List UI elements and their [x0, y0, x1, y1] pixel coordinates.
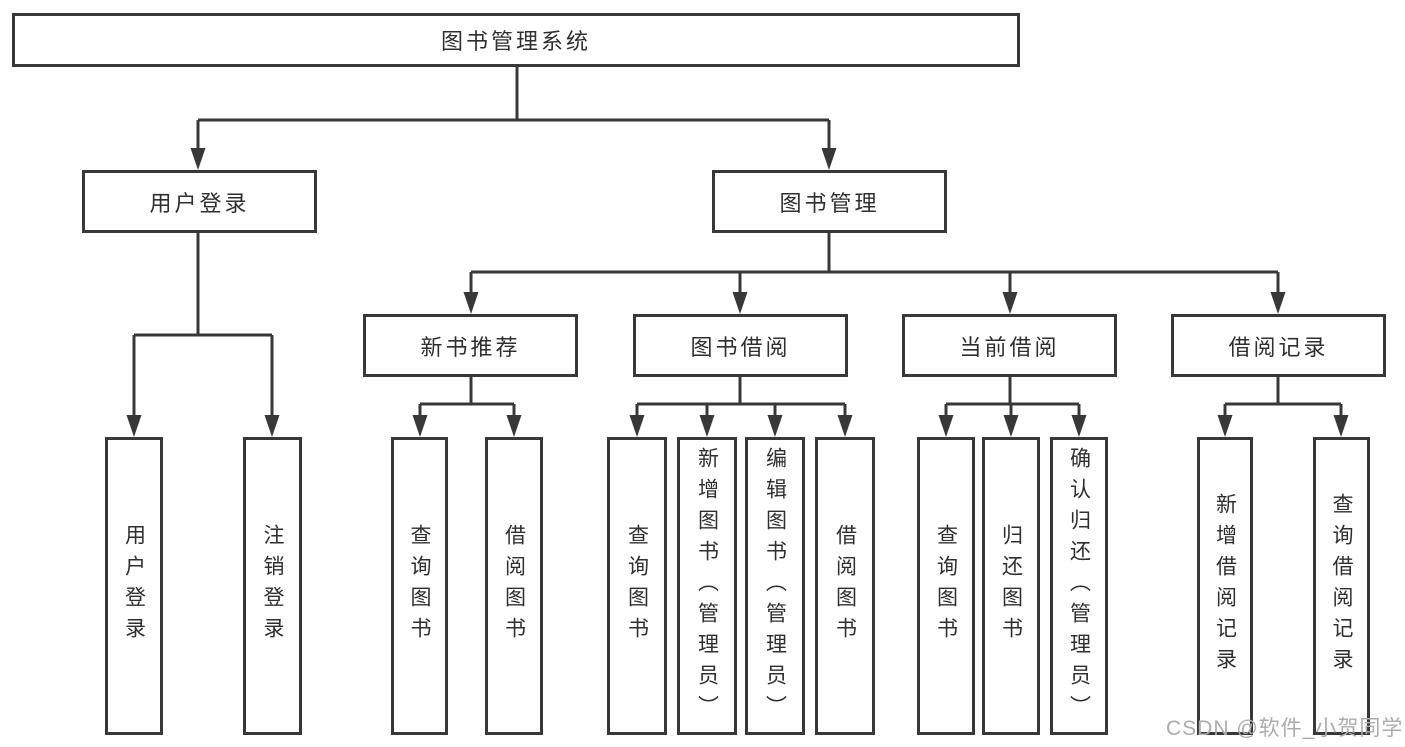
leaf-return-books: 归还图书 — [982, 437, 1040, 735]
leaf-query-borrow-record: 查询借阅记录 — [1313, 437, 1370, 735]
leaf-confirm-return-admin: 确认归还（管理员） — [1050, 437, 1108, 735]
node-book-borrowing: 图书借阅 — [633, 314, 848, 377]
leaf-query-books-newbooks: 查询图书 — [391, 437, 448, 735]
leaf-borrow-books-newbooks: 借阅图书 — [485, 437, 543, 735]
watermark: CSDN @软件_小贺同学 — [1166, 717, 1404, 740]
leaf-borrow-books-borrowing: 借阅图书 — [815, 437, 875, 735]
node-borrow-records: 借阅记录 — [1171, 314, 1386, 377]
arrowheads — [126, 148, 1349, 437]
leaf-logout: 注销登录 — [243, 437, 302, 735]
leaf-edit-book-admin: 编辑图书（管理员） — [745, 437, 805, 735]
node-root: 图书管理系统 — [12, 13, 1020, 67]
leaf-query-books-borrowing: 查询图书 — [607, 437, 667, 735]
leaf-user-login: 用户登录 — [105, 437, 163, 735]
leaf-add-borrow-record: 新增借阅记录 — [1197, 437, 1253, 735]
node-book-management: 图书管理 — [712, 170, 947, 233]
node-user-login: 用户登录 — [82, 170, 317, 233]
leaf-query-books-current: 查询图书 — [917, 437, 975, 735]
node-new-book-recommend: 新书推荐 — [363, 314, 578, 377]
node-current-borrowing: 当前借阅 — [902, 314, 1117, 377]
leaf-add-book-admin: 新增图书（管理员） — [677, 437, 737, 735]
